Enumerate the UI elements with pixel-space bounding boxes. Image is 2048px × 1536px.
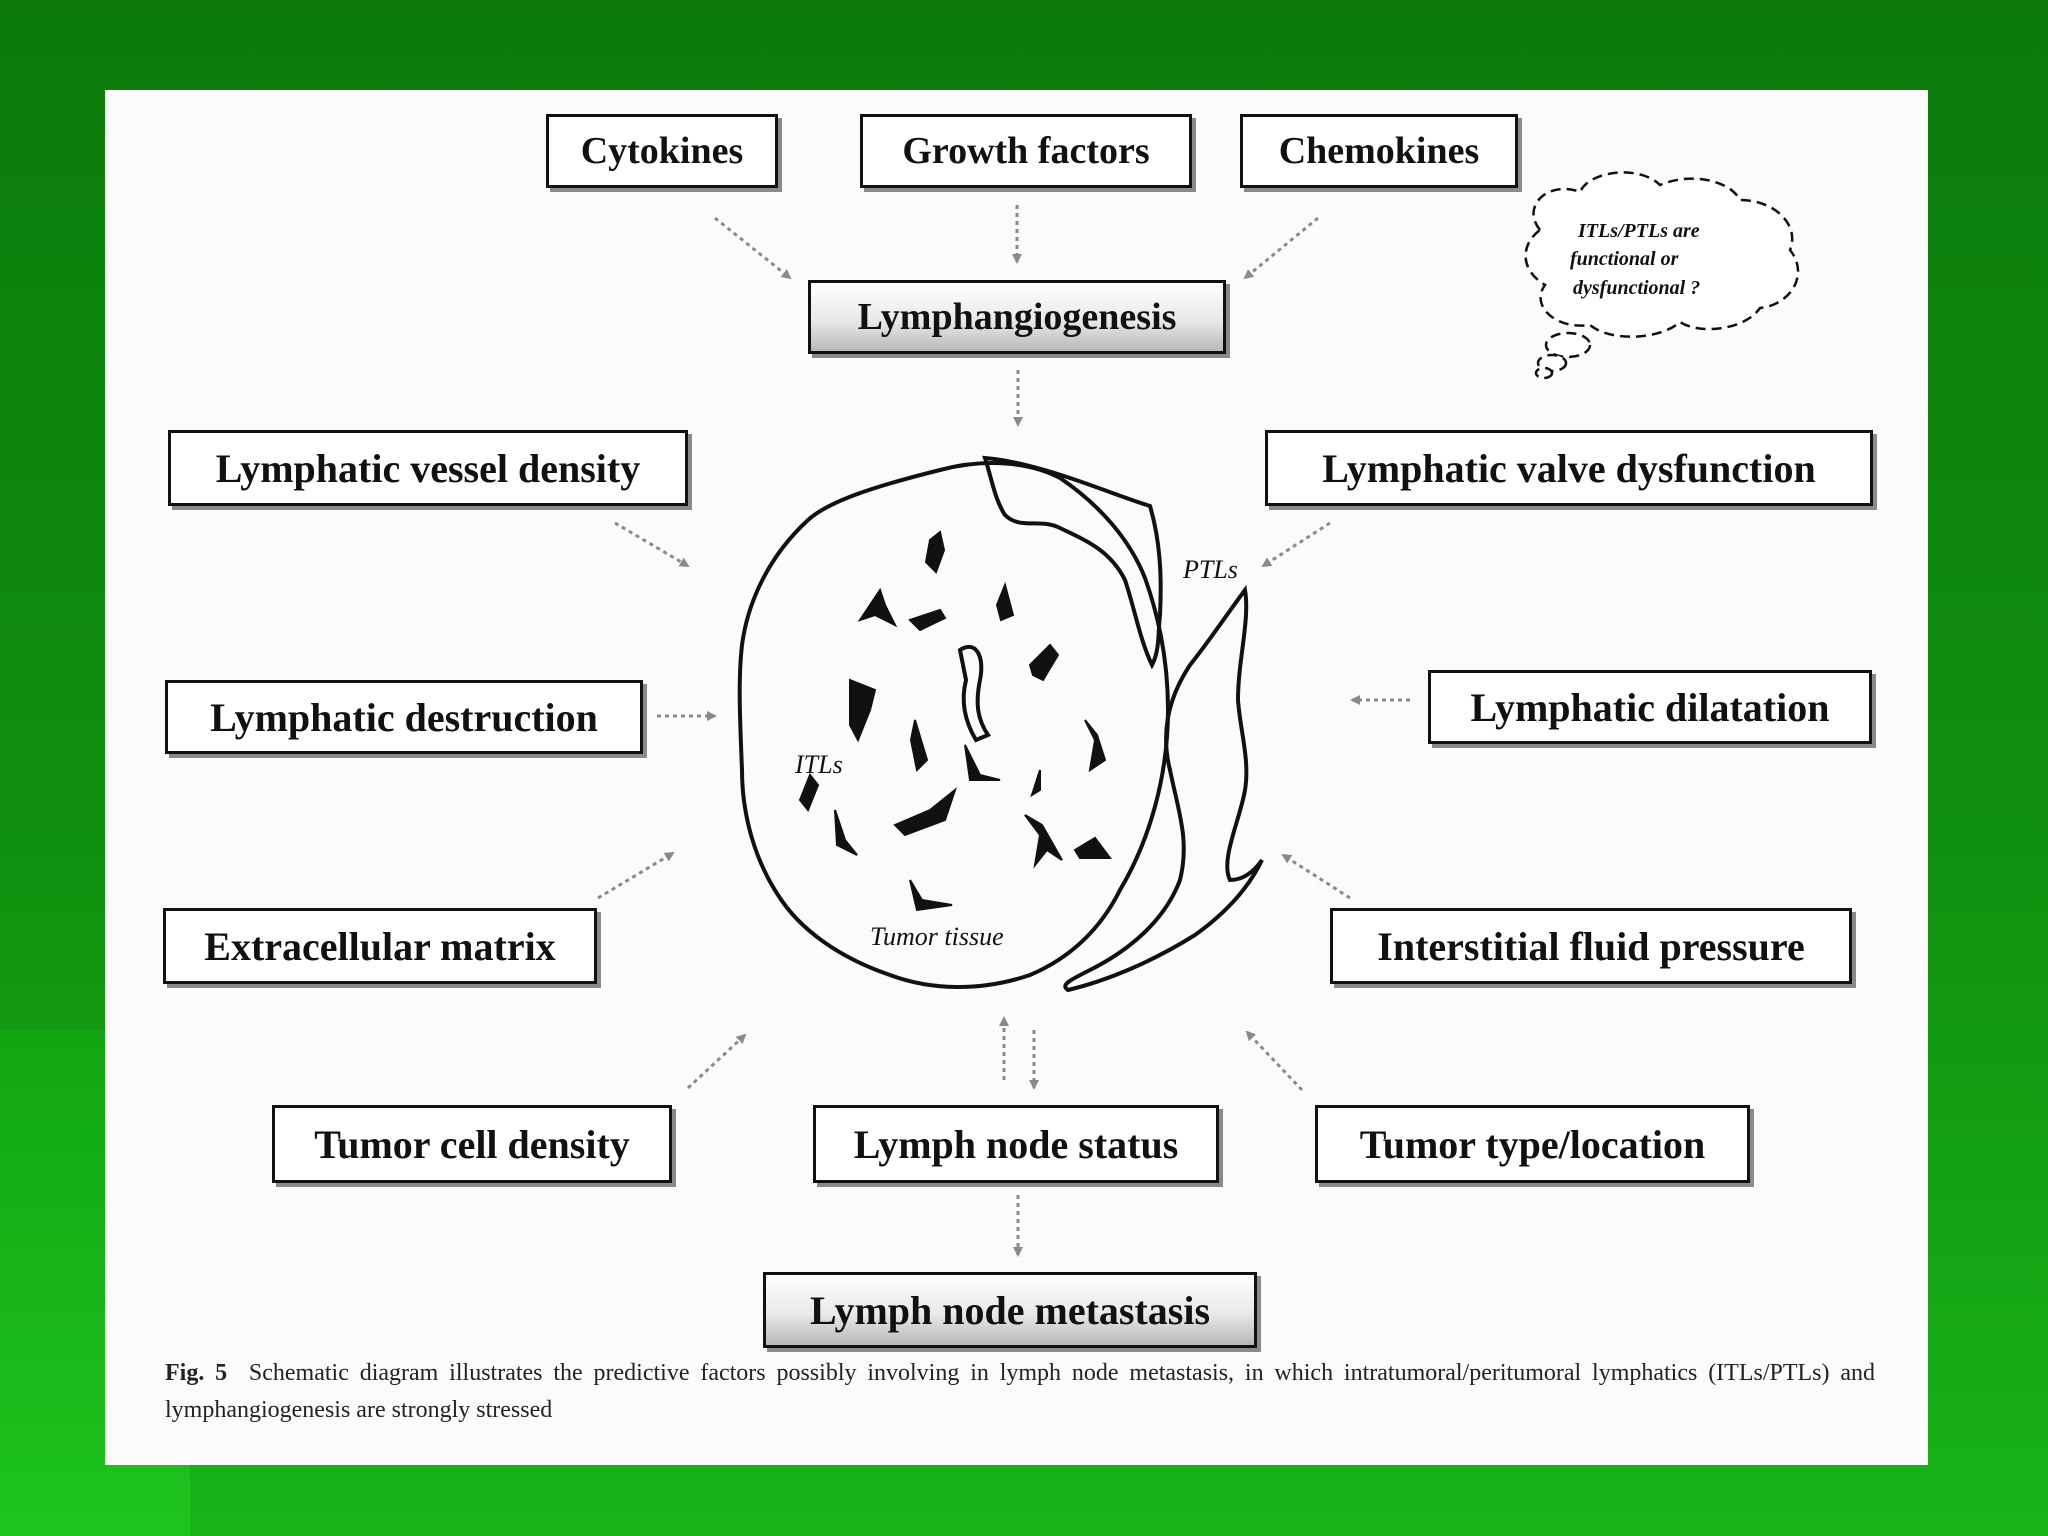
label-ptls: PTLs <box>1182 555 1238 584</box>
thought-line-3: dysfunctional ? <box>1573 277 1700 299</box>
box-interstitial-fluid-pressure: Interstitial fluid pressure <box>1330 908 1852 984</box>
tumor-tissue-outline <box>737 461 1171 989</box>
box-tumor-type-location: Tumor type/location <box>1315 1105 1750 1183</box>
thought-line-1: ITLs/PTLs are <box>1577 220 1700 242</box>
arrow-cytokines <box>714 216 792 280</box>
caption-prefix: Fig. 5 <box>165 1360 228 1386</box>
box-lymph-node-metastasis: Lymph node metastasis <box>763 1272 1257 1348</box>
box-lymphatic-destruction: Lymphatic destruction <box>165 680 643 754</box>
box-lymphatic-dilatation: Lymphatic dilatation <box>1428 670 1872 744</box>
ptl-lower-vessel <box>1063 585 1264 993</box>
thought-bubble <box>1524 171 1800 380</box>
figure-caption: Fig. 5 Schematic diagram illustrates the… <box>165 1355 1875 1429</box>
arrow-ecm <box>597 851 675 900</box>
box-lymph-node-status: Lymph node status <box>813 1105 1219 1183</box>
arrow-tumor-type <box>1245 1030 1304 1092</box>
arrow-vessel-density <box>614 521 690 568</box>
thought-line-2: functional or <box>1570 248 1679 270</box>
arrow-valve-dysfunction <box>1261 521 1331 568</box>
box-lymphatic-valve-dysfunction: Lymphatic valve dysfunction <box>1265 430 1873 506</box>
label-itls: ITLs <box>794 750 843 779</box>
arrow-fluid-pressure <box>1281 853 1351 900</box>
box-tumor-cell-density: Tumor cell density <box>272 1105 672 1183</box>
box-lymphatic-vessel-density: Lymphatic vessel density <box>168 430 688 506</box>
arrow-tumor-cell-density <box>686 1033 747 1090</box>
label-tumor-tissue: Tumor tissue <box>870 922 1004 951</box>
itl-fragments <box>798 530 1112 912</box>
dotted-arrows <box>597 205 1410 1257</box>
arrow-chemokines <box>1243 216 1319 280</box>
box-growth-factors: Growth factors <box>860 114 1192 188</box>
box-lymphangiogenesis: Lymphangiogenesis <box>808 280 1226 354</box>
box-chemokines: Chemokines <box>1240 114 1518 188</box>
box-cytokines: Cytokines <box>546 114 778 188</box>
caption-text: Schematic diagram illustrates the predic… <box>165 1360 1876 1423</box>
box-extracellular-matrix: Extracellular matrix <box>163 908 597 984</box>
ptl-upper-vessel <box>982 455 1163 670</box>
